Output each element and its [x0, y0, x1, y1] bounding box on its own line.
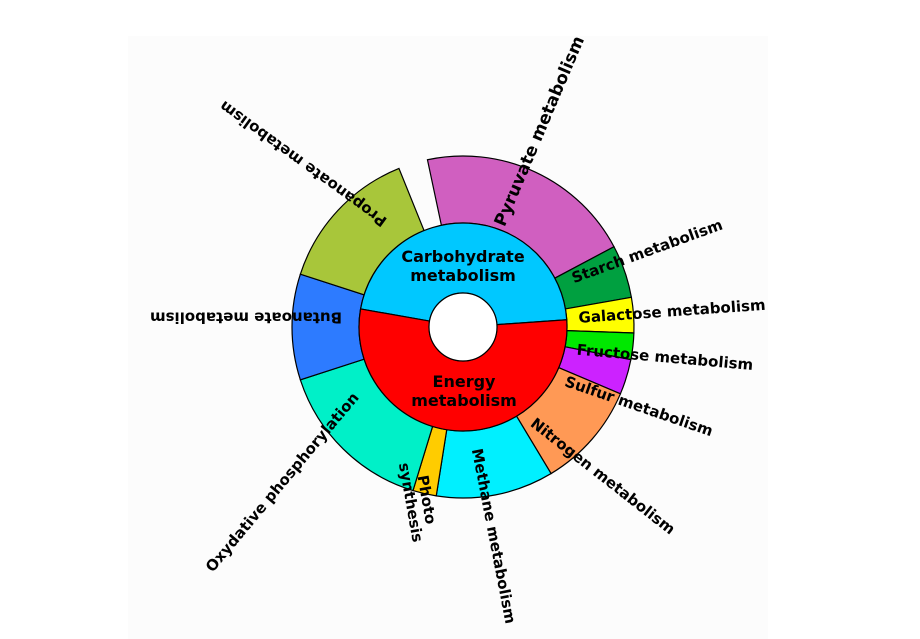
label-propanoate-metabolism: Propanoate metabolism	[216, 97, 390, 230]
center-hole	[428, 292, 498, 362]
label-butanoate-metabolism: Butanoate metabolism	[150, 309, 342, 327]
label-nitrogen-metabolism: Nitrogen metabolism	[527, 414, 679, 538]
label-oxydative-phosphorylation: Oxydative phosphorylation	[202, 389, 363, 576]
sunburst-segments	[291, 155, 635, 499]
